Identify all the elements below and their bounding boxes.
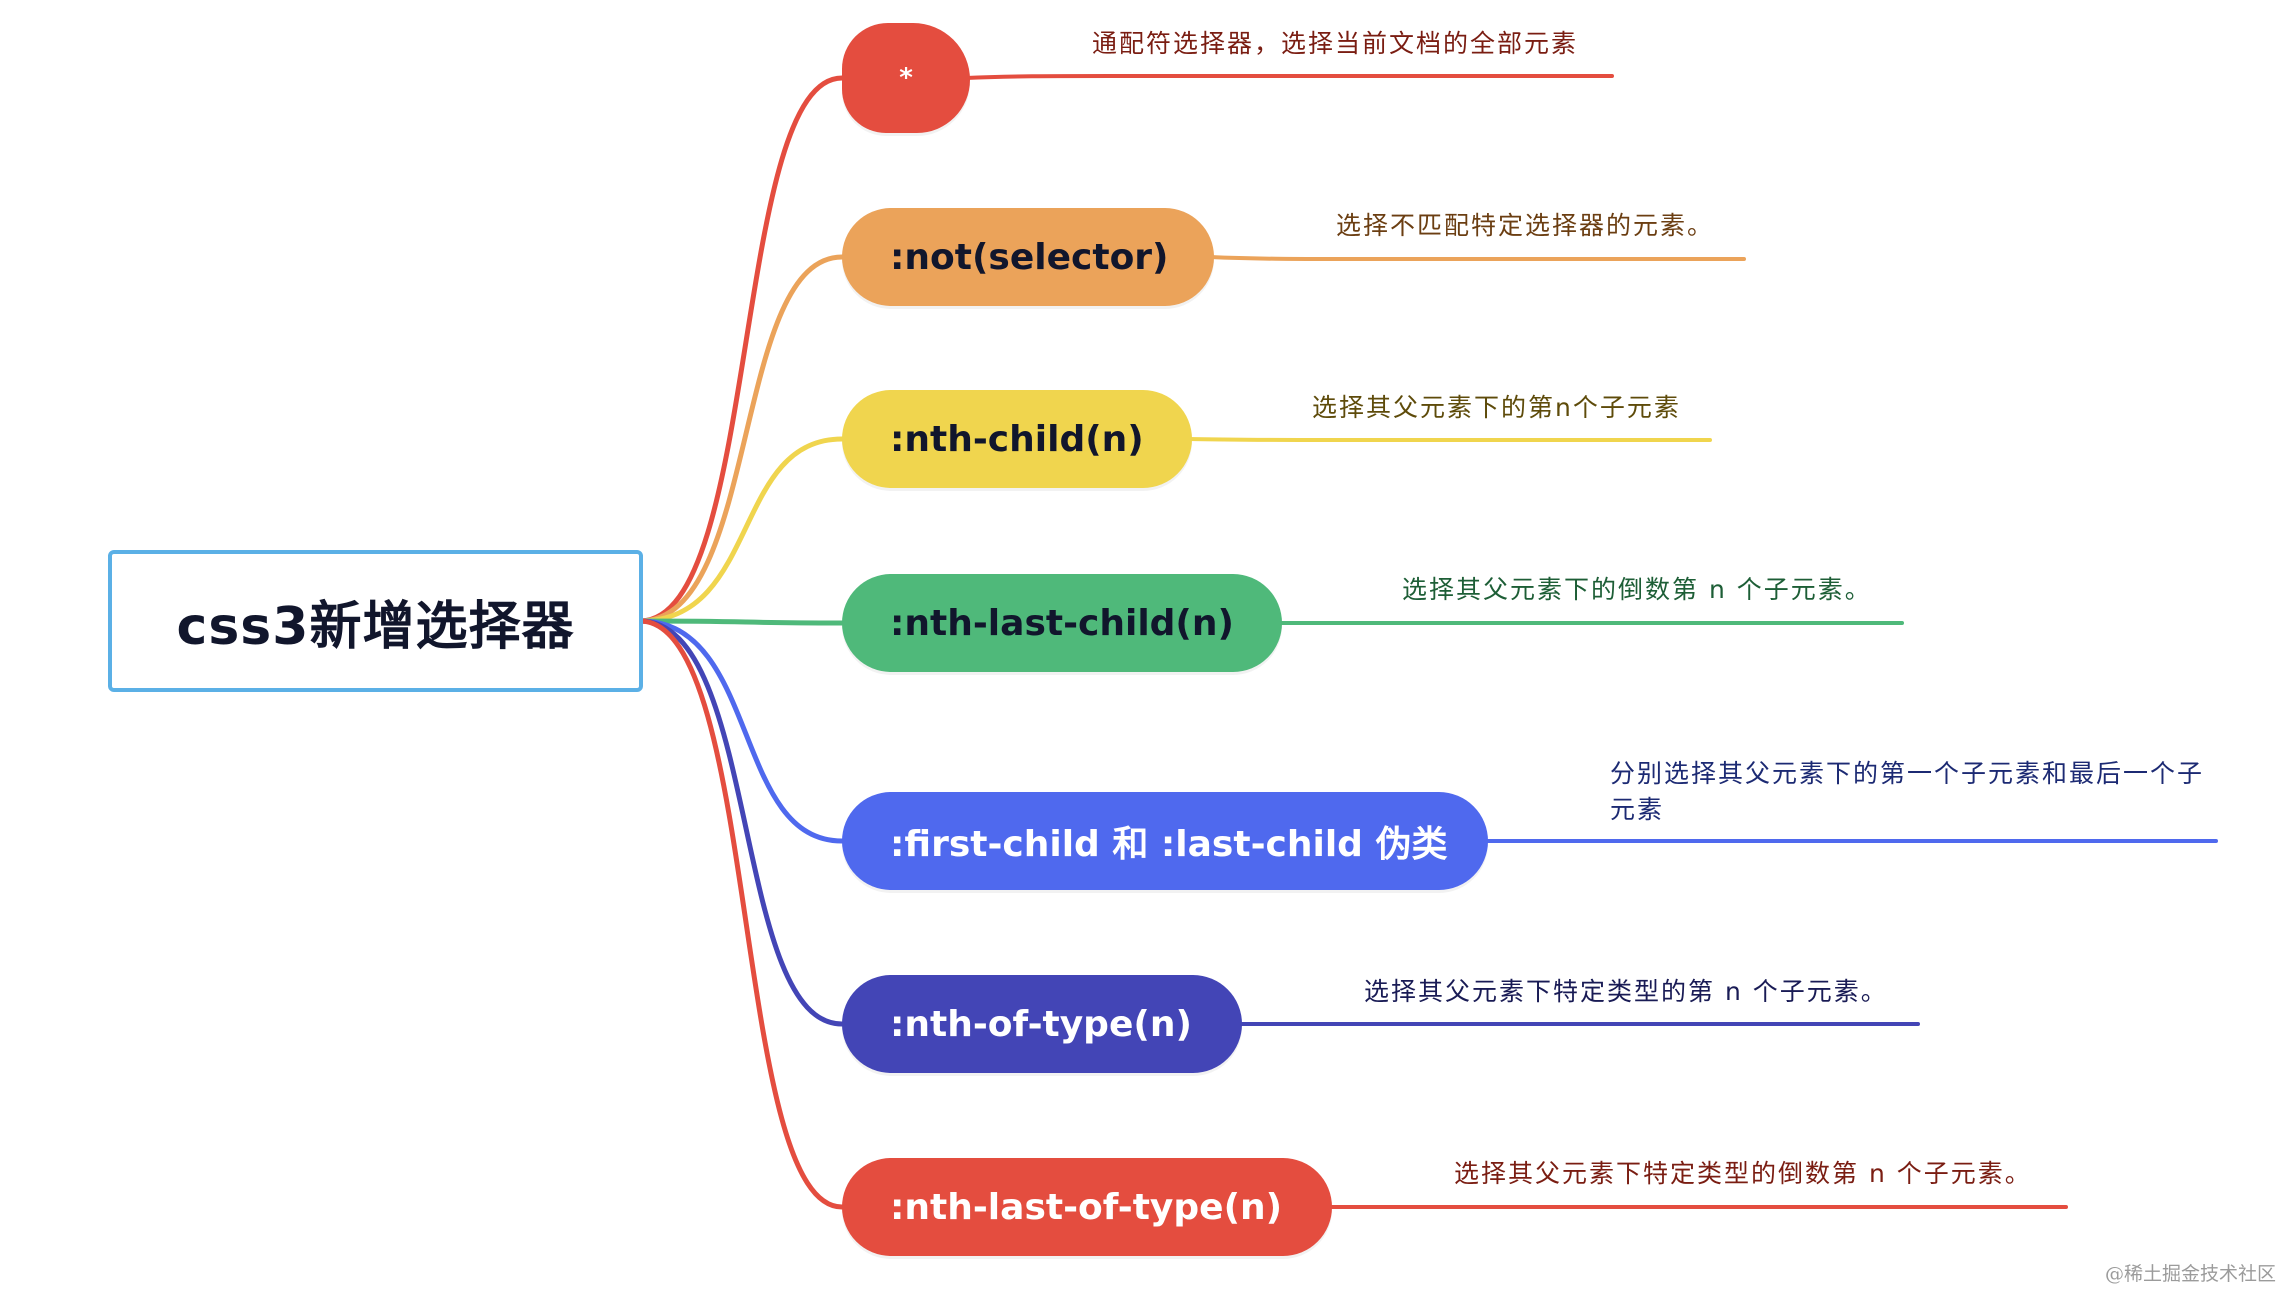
- watermark: @稀土掘金技术社区: [2104, 1263, 2276, 1285]
- branch-node-nth-last-of-type[interactable]: :nth-last-of-type(n): [842, 1158, 1332, 1256]
- branch-node-nth-last-child[interactable]: :nth-last-child(n): [842, 574, 1282, 672]
- description-underline: [964, 74, 1614, 80]
- branch-description-universal-selector: 通配符选择器，选择当前文档的全部元素: [1092, 29, 1579, 58]
- connector-curve: [637, 436, 845, 624]
- branch-label-nth-last-child: :nth-last-child(n): [890, 602, 1234, 644]
- branch-label-nth-child: :nth-child(n): [890, 418, 1144, 460]
- connector-curve: [637, 618, 845, 1210]
- branch-description-nth-last-of-type: 选择其父元素下特定类型的倒数第 n 个子元素。: [1454, 1159, 2032, 1188]
- branch-description-nth-child: 选择其父元素下的第n个子元素: [1312, 393, 1681, 422]
- branch-label-nth-of-type: :nth-of-type(n): [890, 1003, 1192, 1045]
- branch-description-first-last-child: 分别选择其父元素下的第一个子元素和最后一个子元素: [1610, 759, 2205, 824]
- branch-description-not-selector: 选择不匹配特定选择器的元素。: [1336, 211, 1715, 240]
- branch-description-nth-of-type: 选择其父元素下特定类型的第 n 个子元素。: [1364, 977, 1888, 1006]
- connector-curve: [637, 75, 845, 624]
- description-underline: [1186, 437, 1712, 442]
- branch-description-nth-last-child: 选择其父元素下的倒数第 n 个子元素。: [1402, 575, 1872, 604]
- connector-curve: [637, 618, 845, 844]
- branch-node-nth-of-type[interactable]: :nth-of-type(n): [842, 975, 1242, 1073]
- branch-node-not-selector[interactable]: :not(selector): [842, 208, 1214, 306]
- branch-label-first-last-child: :first-child 和 :last-child 伪类: [890, 824, 1448, 865]
- connector-curve: [637, 618, 845, 1027]
- branch-node-first-last-child[interactable]: :first-child 和 :last-child 伪类: [842, 792, 1488, 890]
- branch-node-universal-selector[interactable]: *: [842, 23, 970, 133]
- branch-label-universal-selector: *: [899, 63, 913, 93]
- branch-label-nth-last-of-type: :nth-last-of-type(n): [890, 1186, 1283, 1228]
- connector-curve: [637, 254, 845, 624]
- description-underline: [1208, 255, 1746, 261]
- branch-label-not-selector: :not(selector): [890, 236, 1169, 278]
- branch-node-nth-child[interactable]: :nth-child(n): [842, 390, 1192, 488]
- connector-curve: [637, 618, 845, 626]
- root-node[interactable]: css3新增选择器: [108, 550, 643, 692]
- root-label: css3新增选择器: [176, 596, 575, 657]
